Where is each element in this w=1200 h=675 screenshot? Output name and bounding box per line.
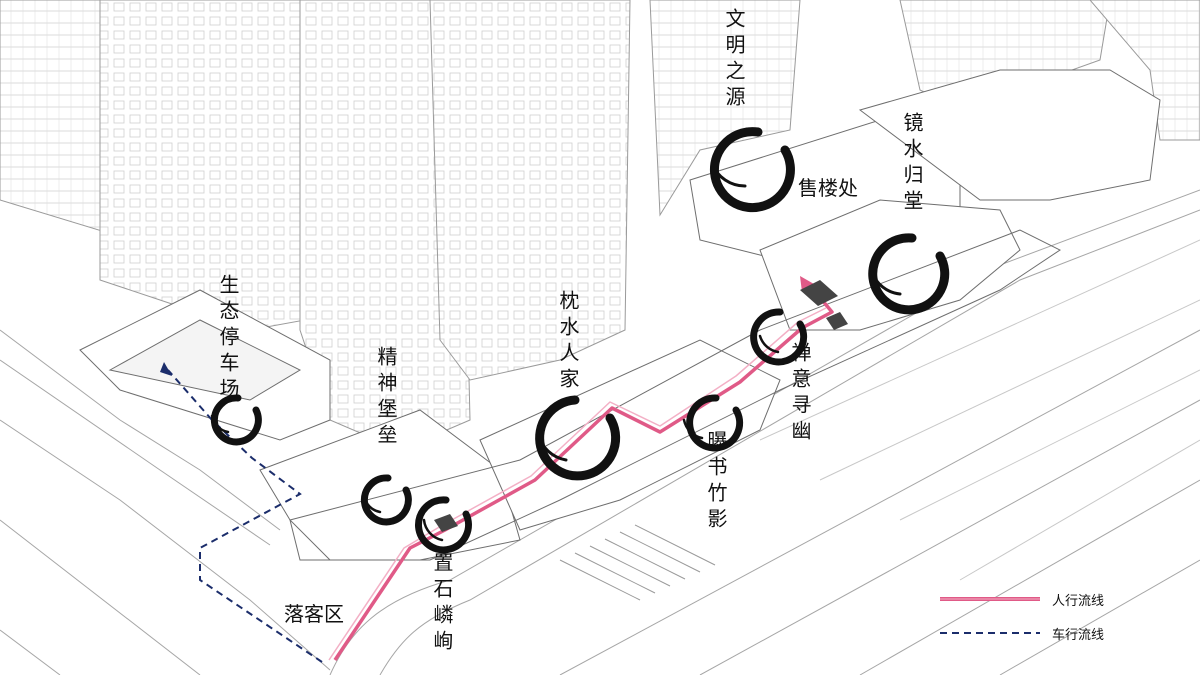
label-chanyi: 禅意寻幽 <box>788 342 812 446</box>
tower-far-left <box>0 0 116 236</box>
enso-jingshen <box>360 474 412 526</box>
label-shengtai: 生态停车场 <box>216 274 240 404</box>
enso-shushu <box>682 394 744 452</box>
enso-markers <box>210 127 950 554</box>
label-sales-office: 售楼处 <box>798 176 858 200</box>
label-dropoff: 落客区 <box>284 602 344 626</box>
crosswalk <box>559 524 716 601</box>
roads <box>0 189 1200 675</box>
legend-vehicle-label: 车行流线 <box>1052 628 1105 643</box>
riverside-homes <box>479 339 781 531</box>
enso-zhishi <box>415 496 472 554</box>
legend-lines <box>940 597 1040 634</box>
label-jingshen: 精神堡垒 <box>374 346 398 450</box>
tower-left <box>99 0 306 331</box>
label-jingshui: 镜水归堂 <box>900 112 924 216</box>
podium-edge <box>289 229 1061 561</box>
pedestrian-arrow-icon <box>800 276 814 292</box>
label-zhenshui: 枕水人家 <box>556 290 580 394</box>
enso-zhenshui <box>535 395 621 481</box>
parking-deck <box>108 319 302 401</box>
enso-jingshui <box>868 233 950 315</box>
enso-shengtai <box>210 394 262 446</box>
legend-pedestrian-label: 人行流线 <box>1052 594 1105 609</box>
tower-center <box>429 0 631 381</box>
vehicle-route <box>160 362 323 663</box>
label-wenming: 文明之源 <box>722 8 746 112</box>
landscape-blocks <box>434 280 848 532</box>
rear-block <box>858 69 1161 201</box>
label-zhishi: 置石嶙峋 <box>430 552 454 656</box>
enso-chanyi <box>750 308 808 366</box>
label-shushu: 曝书竹影 <box>704 430 728 534</box>
tower-corner <box>1089 0 1200 141</box>
enso-wenming <box>709 127 795 213</box>
tower-right <box>649 0 801 217</box>
vehicle-arrow-icon <box>160 362 172 376</box>
